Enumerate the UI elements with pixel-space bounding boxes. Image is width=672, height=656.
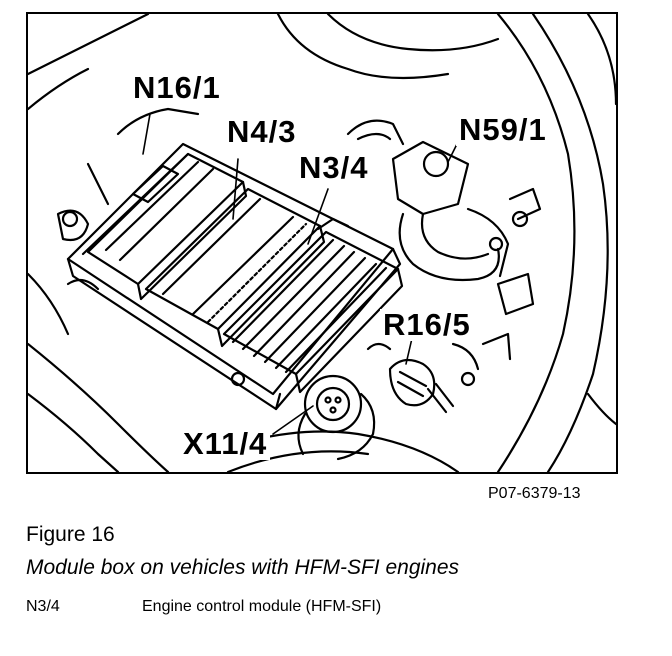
relay-n59-1 xyxy=(346,119,510,282)
callout-n3-4: N3/4 xyxy=(296,152,372,184)
component-r16-5 xyxy=(366,342,480,414)
caption-subtitle: Module box on vehicles with HFM-SFI engi… xyxy=(26,556,460,579)
module-n3-4 xyxy=(222,217,404,394)
figure-frame: N16/1 N4/3 N3/4 N59/1 R16/5 X11/4 xyxy=(26,12,618,474)
callout-x11-4: X11/4 xyxy=(180,428,271,460)
connector-x11-4 xyxy=(297,374,376,461)
legend-row: N3/4 Engine control module (HFM-SFI) xyxy=(26,598,381,616)
callout-n16-1: N16/1 xyxy=(130,72,224,104)
callout-n4-3: N4/3 xyxy=(224,116,300,148)
brackets xyxy=(61,187,542,387)
callout-n59-1: N59/1 xyxy=(456,114,550,146)
module-n4-3 xyxy=(144,187,326,348)
reference-code: P07-6379-13 xyxy=(488,485,581,502)
legend-code: N3/4 xyxy=(26,598,60,615)
callout-r16-5: R16/5 xyxy=(380,309,474,341)
legend-description: Engine control module (HFM-SFI) xyxy=(142,598,382,615)
module-n16-1 xyxy=(86,152,248,301)
module-box-drawing xyxy=(28,14,616,472)
caption-title: Figure 16 xyxy=(26,523,115,546)
